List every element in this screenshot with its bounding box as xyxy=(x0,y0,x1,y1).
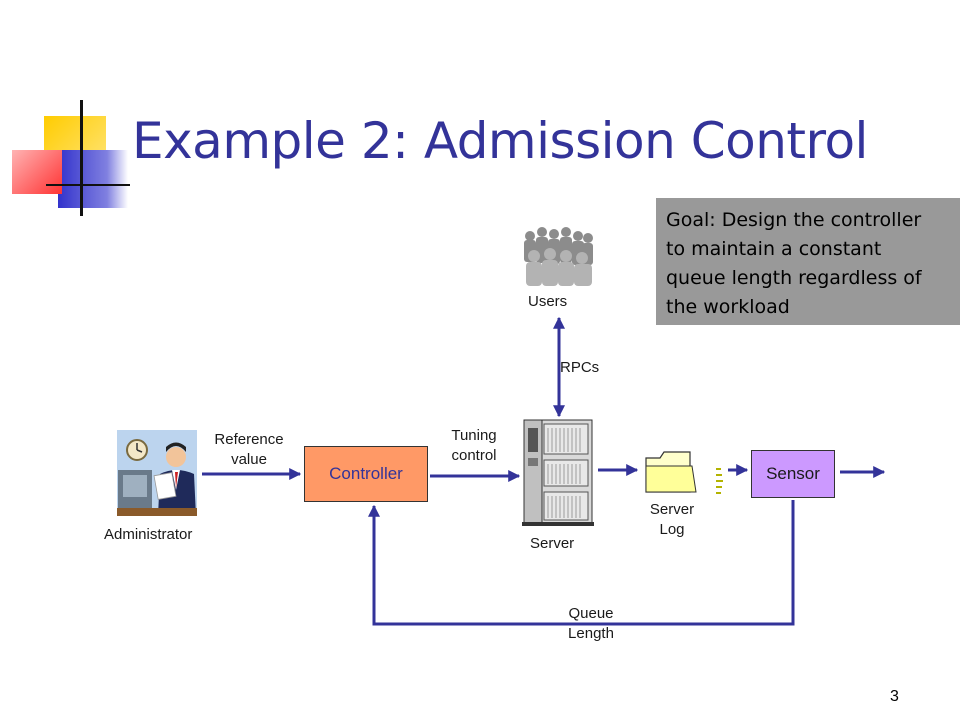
deco-blue-square xyxy=(58,150,128,208)
reference-line-2: value xyxy=(231,451,267,468)
tuning-control-label: Tuning control xyxy=(440,426,508,466)
server-log-label: Server Log xyxy=(644,500,700,540)
administrator-icon xyxy=(117,430,197,516)
controller-box: Controller xyxy=(304,446,428,502)
deco-horizontal-line xyxy=(46,184,130,186)
queue-line-2: Length xyxy=(568,625,614,642)
server-label: Server xyxy=(530,535,575,552)
rpcs-label: RPCs xyxy=(560,359,600,376)
goal-callout: Goal: Design the controller to maintain … xyxy=(656,198,960,325)
administrator-label: Administrator xyxy=(104,526,193,543)
title-decoration xyxy=(0,0,140,220)
folder-icon xyxy=(645,451,697,493)
server-log-line-2: Log xyxy=(659,521,685,538)
goal-line-3: queue length regardless of xyxy=(666,267,922,289)
users-label: Users xyxy=(528,293,568,310)
users-icon xyxy=(522,222,594,286)
reference-line-1: Reference xyxy=(214,431,284,448)
log-stream-icon xyxy=(716,468,723,494)
page-number: 3 xyxy=(890,688,899,705)
server-log-line-1: Server xyxy=(649,501,695,518)
server-rack-icon xyxy=(522,419,594,526)
reference-value-label: Reference value xyxy=(203,430,295,470)
goal-line-1: Goal: Design the controller xyxy=(666,209,922,231)
slide-title: Example 2: Admission Control xyxy=(132,112,868,170)
feedback-arrow xyxy=(368,500,795,626)
queue-length-label: Queue Length xyxy=(558,604,624,644)
goal-line-2: to maintain a constant xyxy=(666,238,882,260)
goal-line-4: the workload xyxy=(666,296,790,318)
deco-red-square xyxy=(12,150,62,194)
deco-vertical-line xyxy=(80,100,83,216)
tuning-line-2: control xyxy=(451,447,497,464)
tuning-line-1: Tuning xyxy=(451,427,497,444)
sensor-box: Sensor xyxy=(751,450,835,498)
queue-line-1: Queue xyxy=(568,605,614,622)
